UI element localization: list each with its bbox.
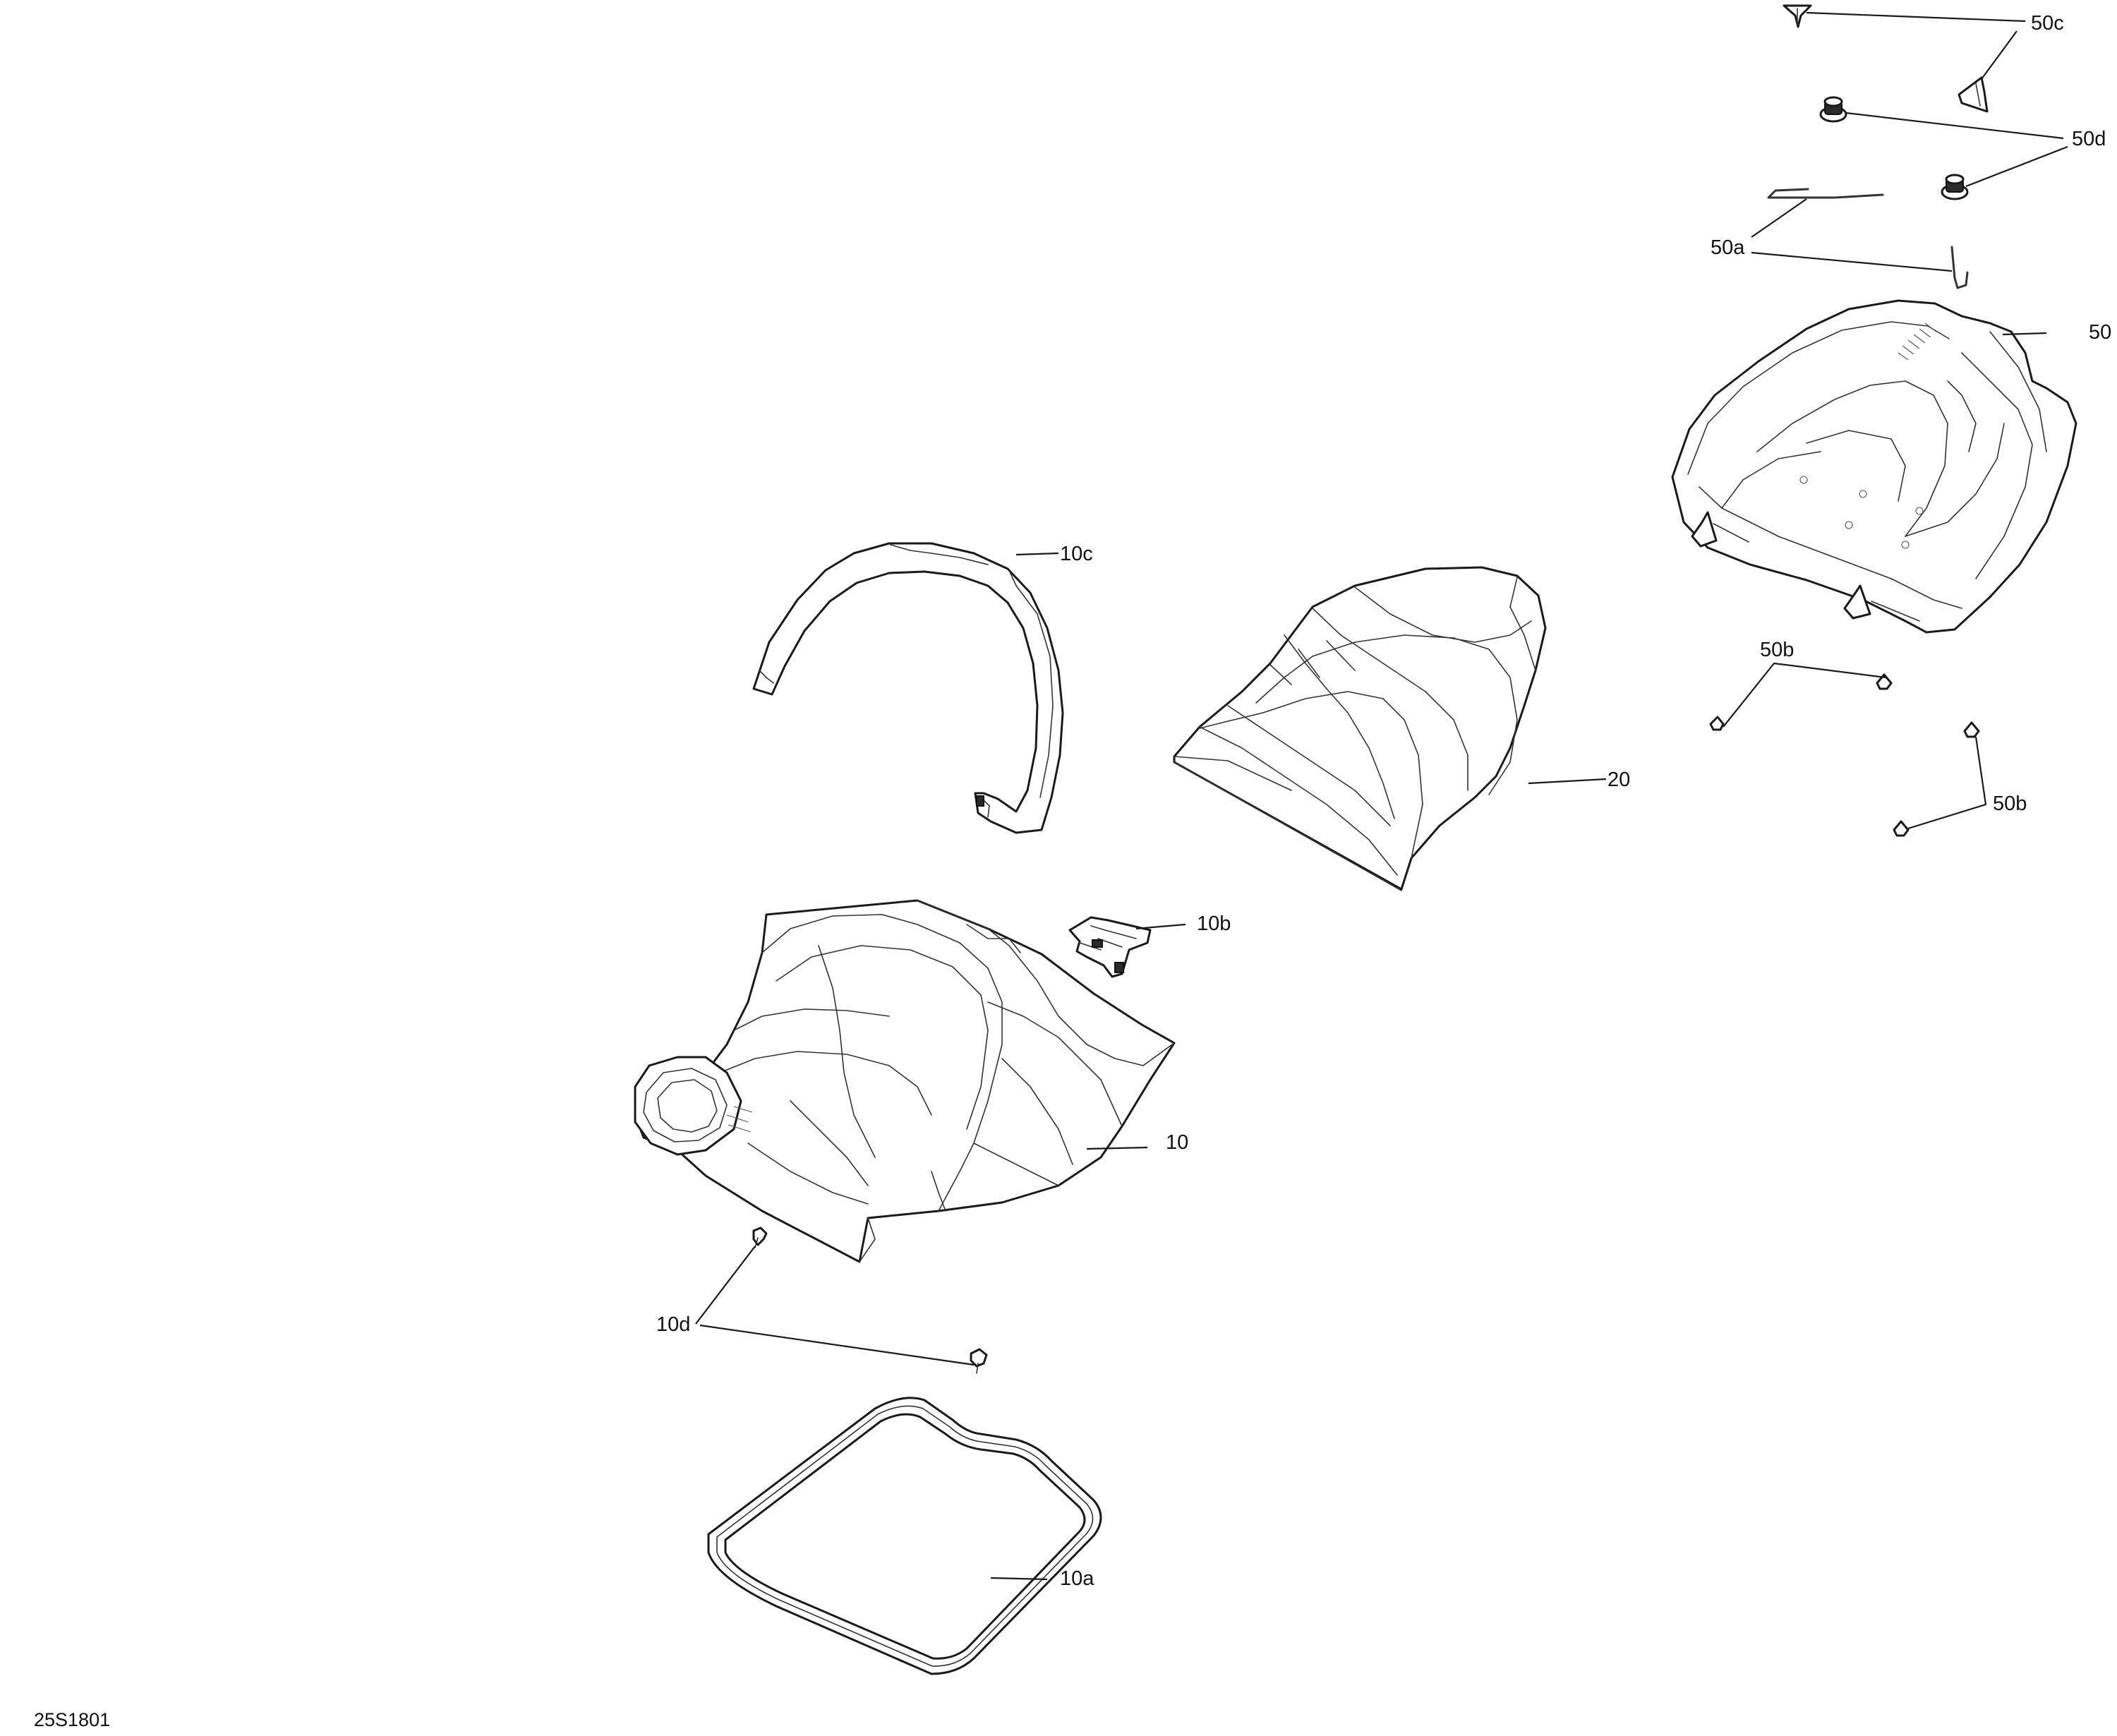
diagram-reference-code: 25S1801 xyxy=(34,1709,110,1730)
leader-50b-upper xyxy=(1723,662,1886,728)
part-10b-seat-latch xyxy=(1068,916,1152,978)
leader-50a-b xyxy=(1751,251,1953,272)
callout-50c: 50c xyxy=(2031,12,2064,35)
callout-50: 50 xyxy=(2089,321,2111,344)
part-50d-grommet-lower xyxy=(1941,174,1969,200)
callout-10d: 10d xyxy=(656,1313,690,1336)
leader-lines xyxy=(695,11,2068,1581)
callout-10a: 10a xyxy=(1060,1567,1094,1590)
part-50b-bumper-1 xyxy=(1709,716,1725,731)
callout-50b-lower: 50b xyxy=(1993,792,2027,815)
part-50b-bumper-3 xyxy=(1963,721,1980,738)
part-50d-grommet-upper xyxy=(1819,96,1847,123)
part-50b-bumper-2 xyxy=(1876,673,1893,690)
leader-50d-a xyxy=(1845,111,2064,140)
part-50a-pin-horizontal xyxy=(1767,188,1884,199)
part-50b-bumper-4 xyxy=(1893,820,1910,837)
callout-20: 20 xyxy=(1608,768,1630,791)
callout-10c: 10c xyxy=(1060,543,1093,565)
part-50-rear-seat-base xyxy=(1671,299,2077,634)
part-50c-clip-upper xyxy=(1783,4,1812,28)
leader-10 xyxy=(1086,1146,1148,1150)
part-20-rear-seat-cushion xyxy=(1173,566,1547,891)
part-50c-clip-lower xyxy=(1958,76,1989,113)
leader-50 xyxy=(2002,332,2047,336)
part-10d-fastener-lower xyxy=(970,1348,988,1374)
leader-20 xyxy=(1528,778,1607,785)
callout-50b-upper: 50b xyxy=(1760,639,1794,661)
callout-10: 10 xyxy=(1166,1131,1188,1154)
leader-10a xyxy=(990,1577,1048,1581)
leader-10d-b xyxy=(699,1324,975,1366)
leader-50c-b xyxy=(1981,30,2018,80)
part-10a-seat-gasket xyxy=(707,1397,1102,1675)
leader-50a-a xyxy=(1751,198,1807,238)
callout-50d: 50d xyxy=(2072,128,2106,150)
part-10d-fastener-upper xyxy=(752,1226,768,1248)
leader-50b-lower xyxy=(1907,736,1987,830)
callout-10b: 10b xyxy=(1197,912,1231,935)
leader-10b xyxy=(1135,923,1186,930)
leader-50c-a xyxy=(1806,11,2026,23)
part-50a-pin-vertical xyxy=(1950,246,1969,289)
leader-10d-a xyxy=(695,1246,756,1325)
leader-50d-b xyxy=(1965,145,2068,188)
callout-50a: 50a xyxy=(1711,236,1745,259)
part-10c-grab-strap xyxy=(752,542,1064,834)
part-10-front-seat-cushion xyxy=(634,899,1176,1263)
leader-10c xyxy=(1015,552,1059,556)
